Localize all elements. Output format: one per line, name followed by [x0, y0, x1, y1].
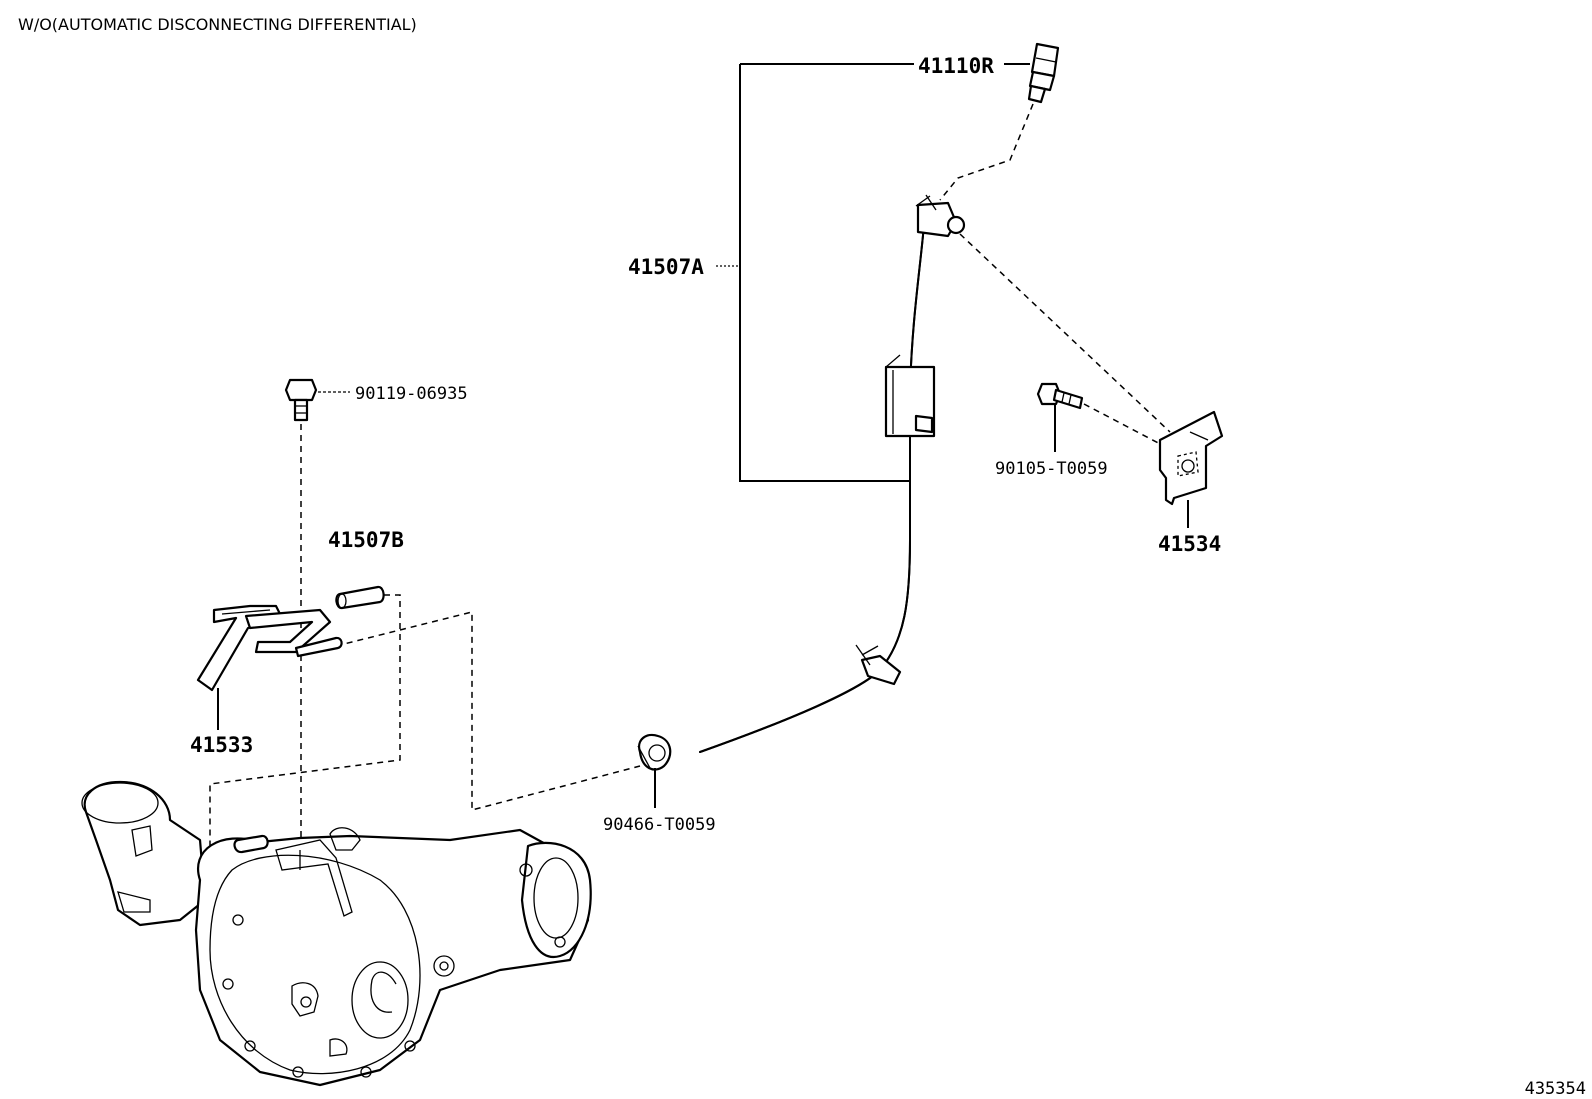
label-41110R: 41110R	[740, 54, 1030, 78]
svg-text:90105-T0059: 90105-T0059	[995, 459, 1108, 479]
bolt-90105-illustration	[1036, 382, 1084, 410]
label-41533: 41533	[190, 688, 253, 757]
svg-text:41507A: 41507A	[628, 255, 704, 279]
hose-clip-illustration	[637, 733, 672, 771]
hose-41507B-illustration	[335, 585, 385, 610]
label-90119-06935: 90119-06935	[318, 384, 468, 404]
bracket-41534-illustration	[1158, 410, 1224, 506]
bracket-41533-illustration	[196, 604, 343, 692]
svg-text:90466-T0059: 90466-T0059	[603, 815, 716, 835]
svg-text:41507B: 41507B	[328, 528, 404, 552]
svg-text:90119-06935: 90119-06935	[355, 384, 468, 404]
breather-hose-illustration	[699, 194, 966, 753]
label-41507B: 41507B	[328, 528, 404, 552]
differential-housing-illustration	[81, 780, 592, 1087]
label-90105-T0059: 90105-T0059	[995, 405, 1108, 479]
label-90466-T0059: 90466-T0059	[603, 768, 716, 835]
diagram-title: W/O(AUTOMATIC DISCONNECTING DIFFERENTIAL…	[18, 15, 417, 34]
bolt-90119-illustration	[284, 378, 318, 422]
svg-text:41110R: 41110R	[918, 54, 994, 78]
svg-text:41534: 41534	[1158, 532, 1221, 556]
svg-text:41533: 41533	[190, 733, 253, 757]
breather-plug-illustration	[1027, 42, 1060, 104]
label-41534: 41534	[1158, 500, 1221, 556]
diagram-id: 435354	[1525, 1079, 1586, 1099]
label-41507A: 41507A	[628, 64, 910, 482]
